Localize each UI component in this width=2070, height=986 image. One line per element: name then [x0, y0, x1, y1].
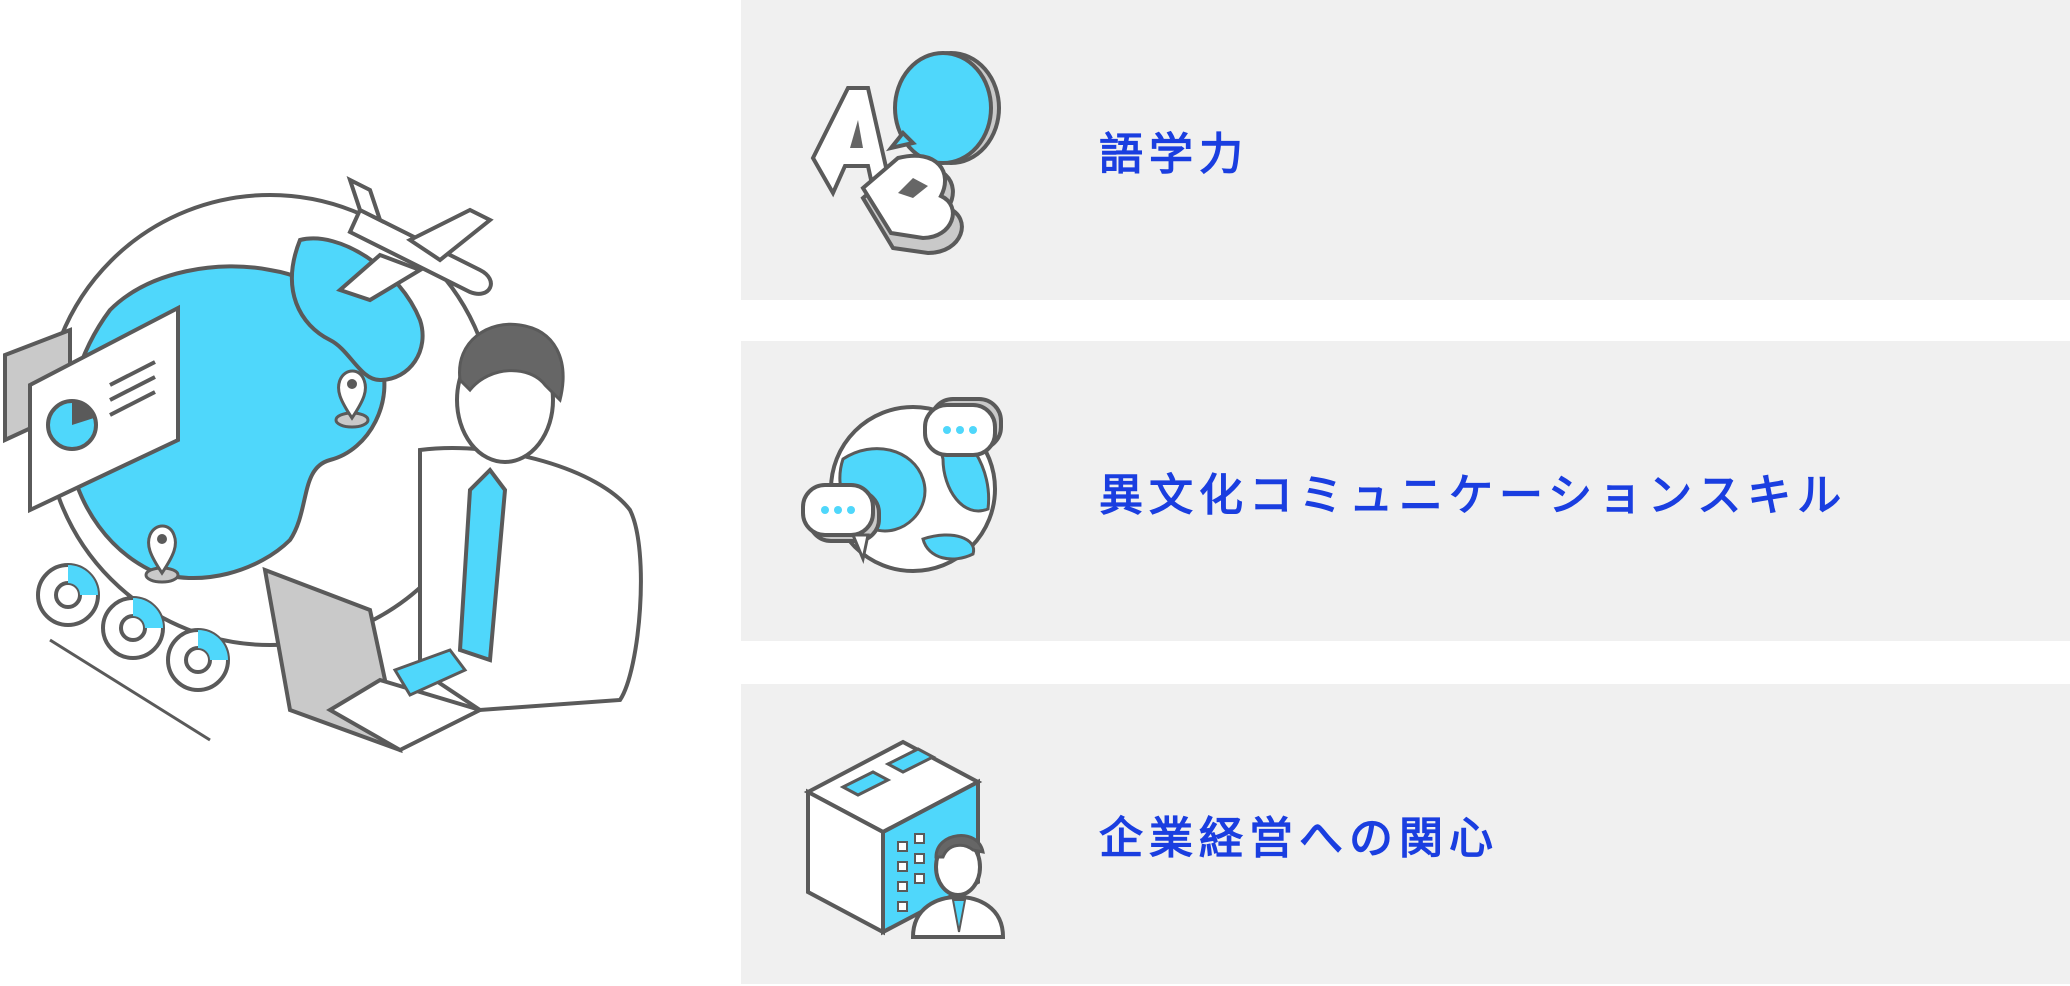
hero-illustration: [0, 150, 660, 754]
skill-label-language: 語学力: [1099, 129, 1249, 180]
skill-panel-language: 語学力: [741, 0, 2070, 300]
ab-speech-bubble-icon: [803, 48, 1013, 258]
skill-panel-intercultural: 異文化コミュニケーションスキル: [741, 341, 2070, 641]
businessman-laptop-icon: [262, 322, 643, 754]
office-building-person-icon: [803, 732, 1013, 942]
presentation-board-icon: [2, 304, 180, 514]
globe-businessman-icon: [2, 176, 643, 754]
skill-panel-management: 企業経営への関心: [741, 684, 2070, 984]
skill-label-management: 企業経営への関心: [1099, 813, 1499, 864]
location-pin-icon: [144, 369, 370, 584]
globe-chat-icon: [801, 389, 1013, 599]
donut-chart-icon: [36, 563, 230, 742]
skill-label-intercultural: 異文化コミュニケーションスキル: [1099, 470, 1848, 521]
airplane-icon: [336, 176, 494, 303]
